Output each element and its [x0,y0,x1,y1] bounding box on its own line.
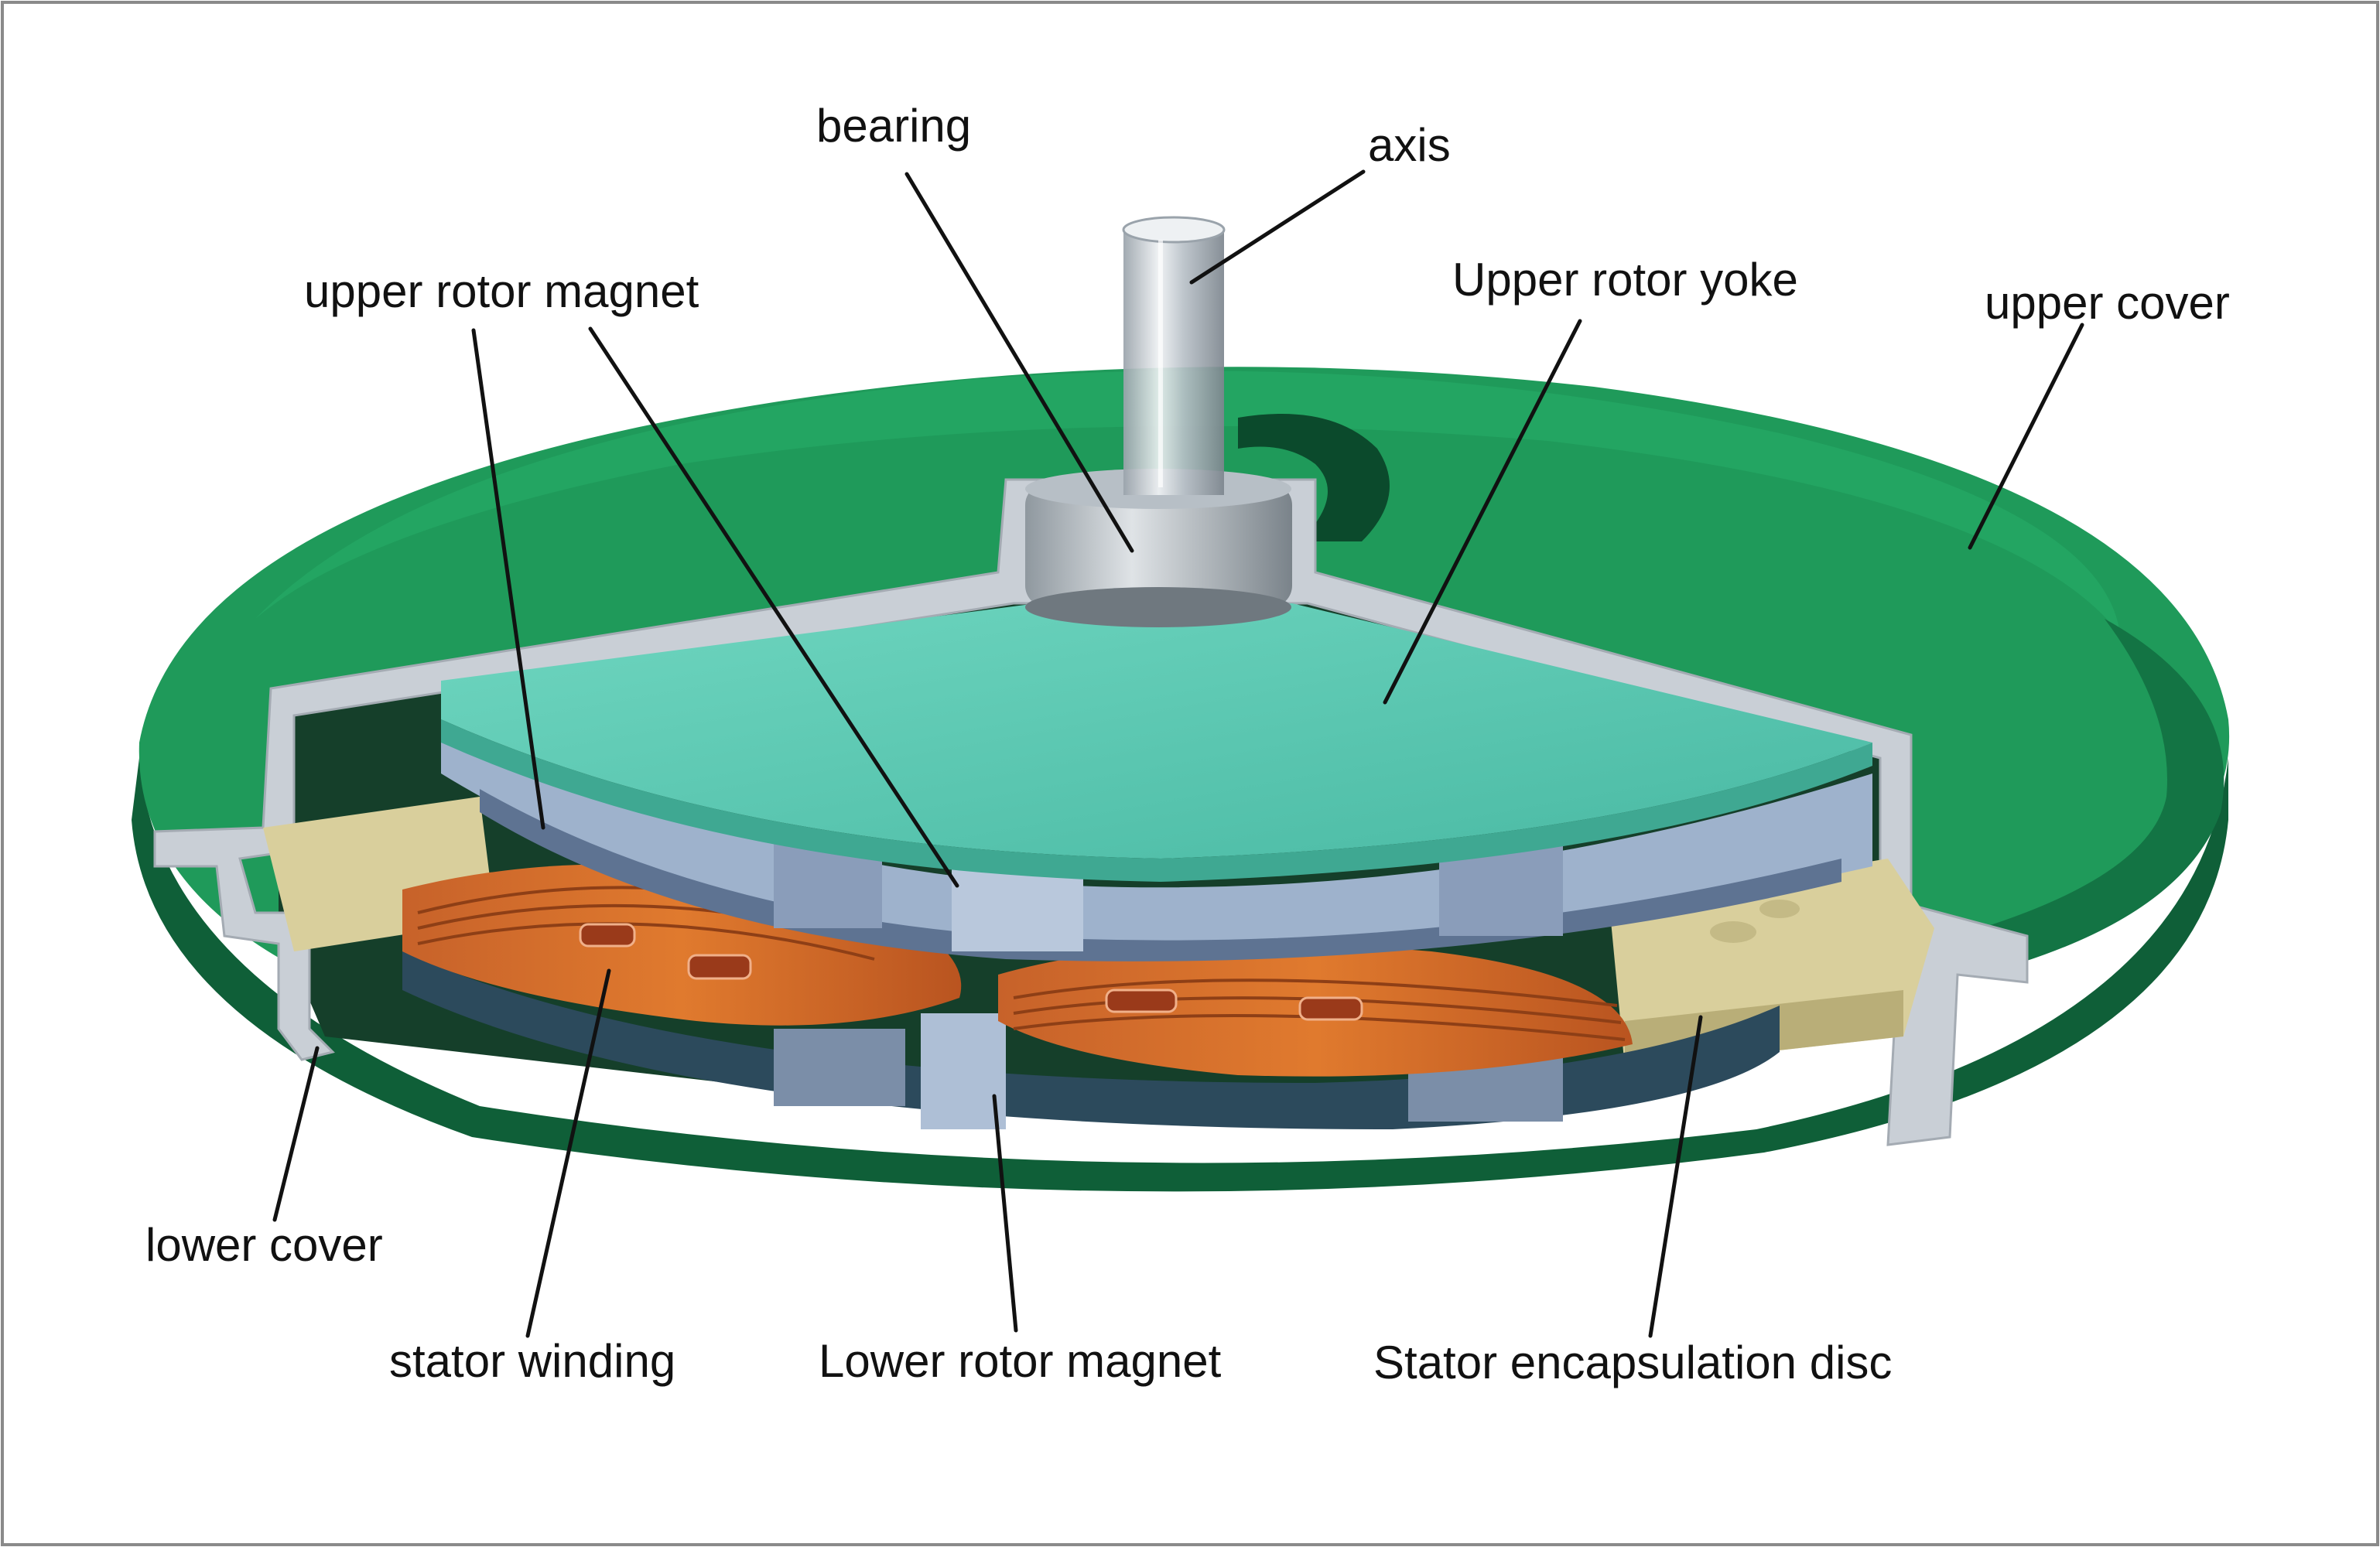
upper-cover-notch [1238,414,1390,541]
leader-upper-rotor-magnet-1 [471,328,545,830]
leader-stator-winding [525,968,611,1338]
leader-upper-rotor-yoke [1383,319,1582,705]
label-lower-cover: lower cover [145,1219,383,1271]
upper-cover-top-face [255,371,2120,634]
label-axis: axis [1368,119,1451,171]
leader-axis [1189,169,1366,285]
label-stator-encapsulation-disc: Stator encapsulation disc [1373,1337,1892,1388]
encapsulation-detail [1710,900,1800,943]
leader-lower-rotor-magnet [992,1094,1018,1333]
label-upper-rotor-yoke: Upper rotor yoke [1452,254,1798,306]
label-upper-cover: upper cover [1985,277,2230,329]
label-bearing: bearing [816,100,971,152]
bearing-housing [1025,483,1292,607]
upper-rotor-yoke [441,603,1872,859]
axis-shaft [1123,228,1224,495]
leader-upper-cover [1968,323,2084,550]
leader-lines [272,169,2084,1338]
leader-lower-cover [272,1046,320,1222]
leader-stator-encapsulation-disc [1648,1015,1703,1338]
label-upper-rotor-magnet: upper rotor magnet [304,265,699,317]
label-lower-rotor-magnet: Lower rotor magnet [819,1335,1222,1387]
upper-rotor-yoke-edge [441,719,1872,882]
leader-upper-rotor-magnet-2 [588,326,959,888]
lower-rotor-magnet-block [921,1013,1006,1129]
label-stator-winding: stator winding [389,1335,675,1387]
lower-rotor-magnet-block-left [774,1029,905,1106]
bearing-bottom [1025,587,1291,627]
leader-bearing [904,172,1134,553]
upper-cover-rim [1981,619,2224,975]
axis-shaft-top [1122,216,1226,244]
coil-ends [579,923,1363,1021]
